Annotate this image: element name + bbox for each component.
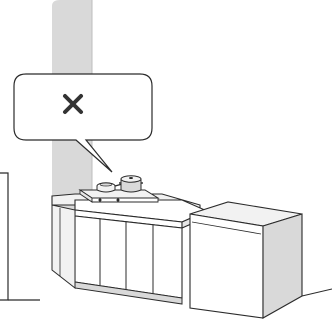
lower-cabinets: [51, 204, 183, 305]
warning-callout: [13, 73, 153, 173]
dishwasher-icon: [189, 201, 303, 319]
pot-icon: [119, 175, 143, 193]
left-cabinet-edge: [0, 172, 40, 301]
cooktop: [78, 189, 160, 203]
floor-line: [301, 288, 332, 297]
x-mark-icon: [63, 94, 83, 114]
